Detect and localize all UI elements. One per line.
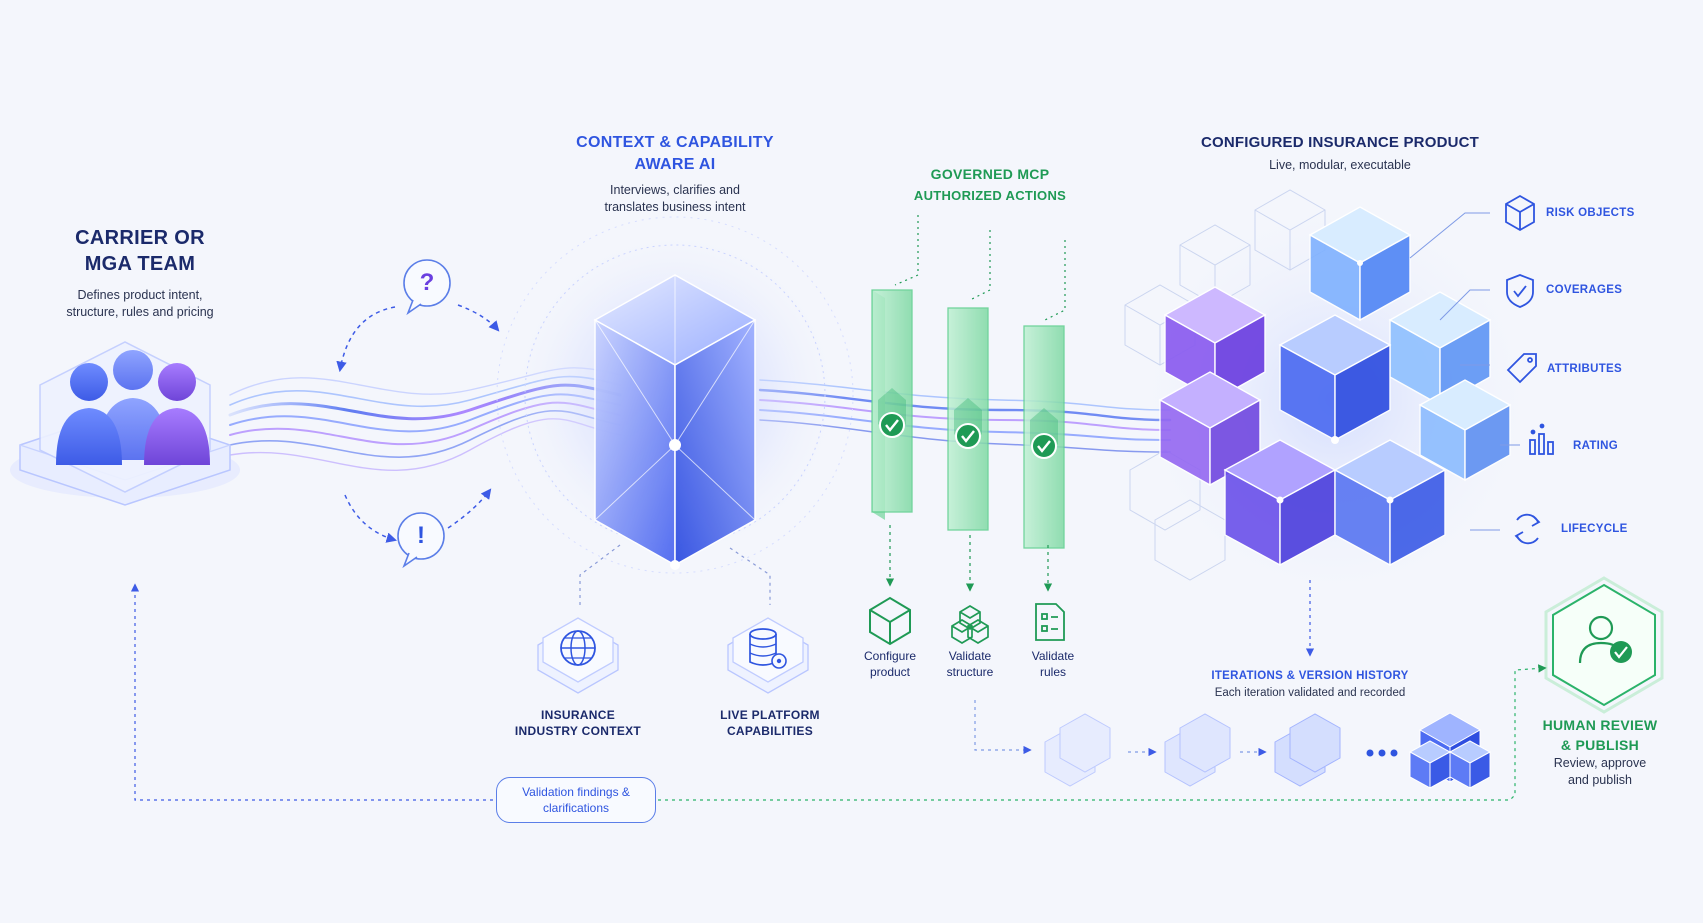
review-title: HUMAN REVIEW & PUBLISH (1542, 717, 1658, 753)
question-bubble-icon (403, 259, 451, 316)
gate-down-arrows (885, 525, 1053, 592)
feature-leader-lines (1409, 212, 1520, 531)
mcp-subtitle: AUTHORIZED ACTIONS (913, 188, 1067, 203)
cube-outline-icon (1505, 194, 1535, 232)
version-history-flow (974, 700, 1492, 789)
check-circle-icon (1030, 408, 1058, 459)
database-gear-icon (727, 617, 809, 694)
ai-title: CONTEXT & CAPABILITY AWARE AI (576, 134, 774, 173)
feature-coverages: COVERAGES (1546, 284, 1623, 296)
mcp-title: GOVERNED MCP (930, 166, 1050, 182)
carrier-title: CARRIER OR MGA TEAM (75, 227, 205, 275)
exclaim-bubble-icon (397, 512, 445, 569)
team-avatars-icon (56, 350, 210, 465)
feature-risk-objects: RISK OBJECTS (1546, 207, 1635, 219)
action-configure-product: Configure product (863, 649, 917, 679)
dialogue-arrows (336, 304, 500, 543)
review-description: Review, approve and publish (1553, 756, 1647, 787)
feedback-loop (130, 583, 1547, 801)
checklist-icon (1035, 603, 1065, 641)
gate-check-icons (878, 388, 1058, 459)
ai-input-connectors (579, 544, 771, 605)
feedback-pill: Validation findings & clarifications (496, 777, 656, 823)
action-validate-rules: Validate rules (1031, 649, 1075, 679)
version-cube-1 (1044, 713, 1111, 787)
version-dots (1366, 749, 1398, 757)
mcp-gate-1 (871, 289, 913, 520)
product-cube-cluster (1124, 189, 1545, 610)
shield-check-icon (1506, 274, 1534, 308)
check-circle-icon (878, 388, 906, 438)
exclaim-glyph: ! (417, 522, 425, 549)
iterations-title: ITERATIONS & VERSION HISTORY (1211, 670, 1409, 682)
stacked-cubes-icon (951, 605, 989, 644)
input-label-industry-context: INSURANCE INDUSTRY CONTEXT (514, 708, 642, 738)
version-cube-current (1408, 712, 1492, 789)
iterations-subtitle: Each iteration validated and recorded (1214, 687, 1406, 699)
question-glyph: ? (419, 269, 435, 296)
input-label-platform-capabilities: LIVE PLATFORM CAPABILITIES (720, 708, 820, 738)
feature-attributes: ATTRIBUTES (1547, 363, 1622, 375)
refresh-icon (1514, 513, 1541, 545)
globe-icon (537, 617, 619, 694)
tag-icon (1506, 353, 1537, 384)
check-circle-icon (954, 398, 982, 449)
version-cube-3 (1274, 713, 1341, 787)
ai-engine (496, 216, 854, 574)
product-subtitle: Live, modular, executable (1269, 158, 1411, 172)
feature-lifecycle: LIFECYCLE (1561, 523, 1628, 535)
version-cube-2 (1164, 713, 1231, 787)
human-review-badge (1544, 576, 1664, 714)
cube-icon (869, 596, 911, 646)
carrier-description: Defines product intent, structure, rules… (66, 288, 214, 319)
bar-chart-icon (1529, 423, 1554, 455)
product-title: CONFIGURED INSURANCE PRODUCT (1200, 134, 1480, 151)
mcp-gate-2 (947, 307, 989, 531)
mcp-gate-connectors (894, 215, 1066, 321)
user-check-icon (1578, 615, 1632, 664)
ai-description: Interviews, clarifies and translates bus… (604, 183, 746, 214)
feature-rating: RATING (1573, 440, 1619, 452)
action-validate-structure: Validate structure (946, 649, 994, 679)
